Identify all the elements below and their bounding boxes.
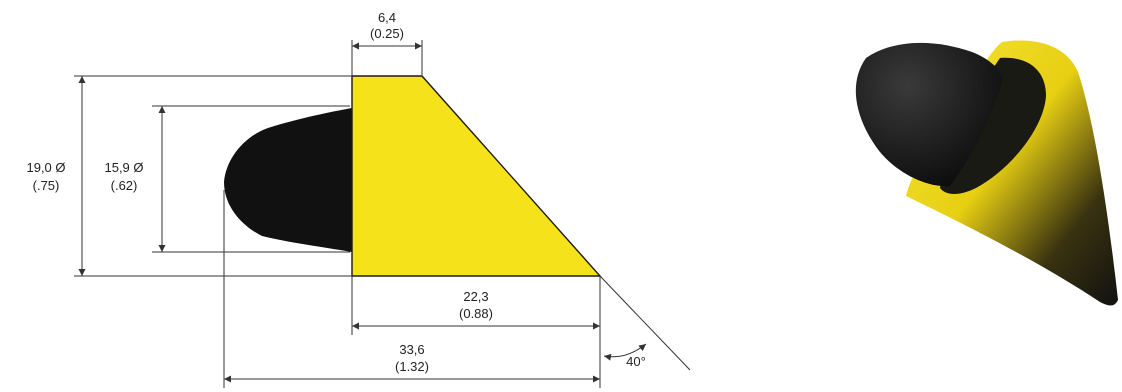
- overall-length-metric: 33,6: [399, 342, 424, 357]
- black-tip-3d: [855, 42, 1003, 187]
- inner-diameter-imperial: (.62): [111, 178, 138, 193]
- product-3d-render: [855, 40, 1118, 306]
- base-length-imperial: (0.88): [459, 306, 493, 321]
- angle-arc: [603, 343, 647, 361]
- outer-diameter-metric: 19,0 Ø: [26, 160, 65, 175]
- overall-length-imperial: (1.32): [395, 359, 429, 374]
- top-width-metric: 6,4: [378, 10, 396, 25]
- base-length-metric: 22,3: [463, 289, 488, 304]
- yellow-body-section: [351, 75, 602, 277]
- outer-diameter-imperial: (.75): [33, 178, 60, 193]
- angle-label: 40°: [626, 354, 646, 369]
- top-width-imperial: (0.25): [370, 26, 404, 41]
- extension-lines: [74, 40, 691, 388]
- black-tip-section: [224, 108, 352, 252]
- inner-diameter-metric: 15,9 Ø: [104, 160, 143, 175]
